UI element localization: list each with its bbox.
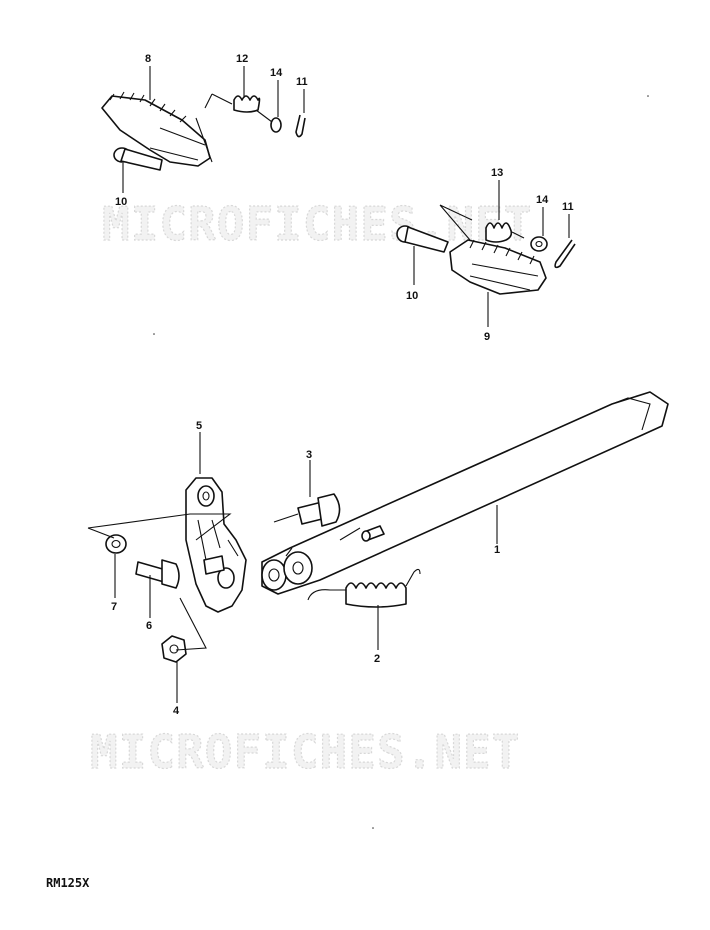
stand-bolt[interactable] <box>273 493 341 527</box>
callout-13: 13 <box>491 167 503 179</box>
callout-1: 1 <box>494 544 500 556</box>
pin-left[interactable] <box>113 147 163 171</box>
bracket-bolt[interactable] <box>135 559 180 589</box>
callout-5: 5 <box>196 420 202 432</box>
callout-7: 7 <box>111 601 117 613</box>
model-label: RM125X <box>46 876 90 890</box>
callout-9: 9 <box>484 331 490 343</box>
pin-right[interactable] <box>396 225 449 253</box>
callout-8: 8 <box>145 53 151 65</box>
callout-12: 12 <box>236 53 248 65</box>
washer-bracket[interactable] <box>105 534 127 554</box>
callout-14-left: 14 <box>270 67 283 79</box>
side-stand-assembly <box>87 391 669 703</box>
watermark-top: MICROFICHES.NET <box>102 197 532 251</box>
washer-left[interactable] <box>270 117 282 133</box>
callout-11-right: 11 <box>562 201 574 213</box>
stand-bracket[interactable] <box>185 477 247 613</box>
watermark-bottom: MICROFICHES.NET <box>90 725 520 779</box>
cotter-right[interactable] <box>554 239 576 269</box>
spring-right[interactable] <box>485 222 525 243</box>
footrest-left-assembly <box>101 66 306 193</box>
cotter-left[interactable] <box>295 114 306 138</box>
callout-10-right: 10 <box>406 290 418 302</box>
callout-6: 6 <box>146 620 152 632</box>
side-stand[interactable] <box>261 391 669 595</box>
callout-2: 2 <box>374 653 380 665</box>
footrest-right[interactable] <box>449 239 547 295</box>
callout-3: 3 <box>306 449 312 461</box>
callout-10-left: 10 <box>115 196 127 208</box>
callout-11-left: 11 <box>296 76 308 88</box>
callout-14-right: 14 <box>536 194 549 206</box>
bracket-nut[interactable] <box>161 635 187 663</box>
stand-spring[interactable] <box>307 568 421 608</box>
callout-4: 4 <box>173 705 180 717</box>
washer-right[interactable] <box>530 236 548 252</box>
spring-left[interactable] <box>211 93 281 129</box>
footrest-right-assembly <box>396 180 576 327</box>
